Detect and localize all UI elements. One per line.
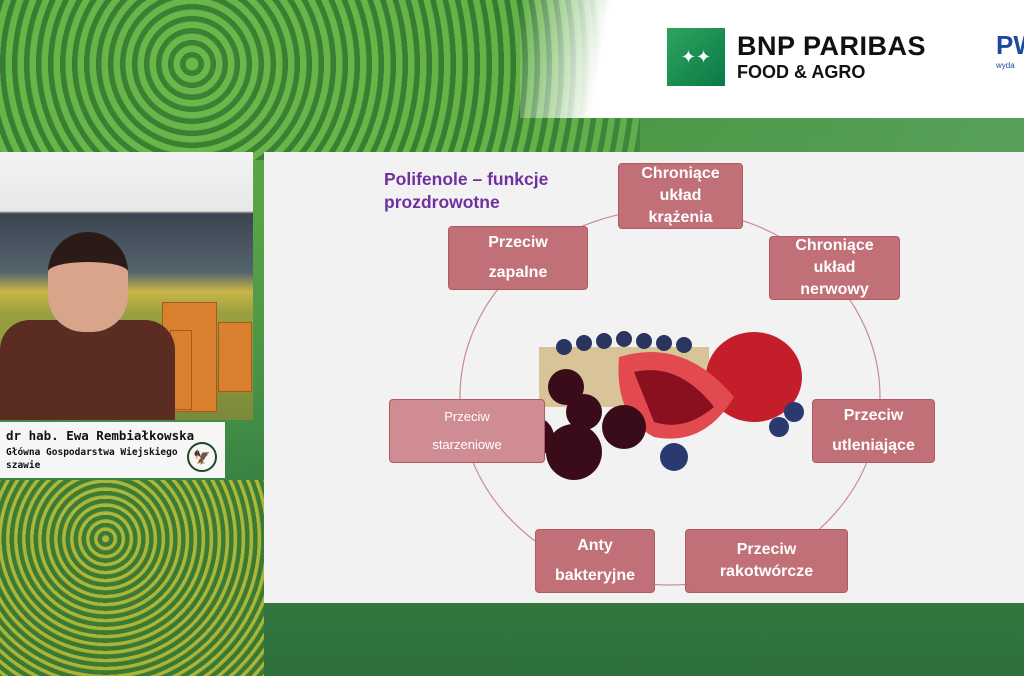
bnp-stars-icon: ✦✦: [667, 28, 725, 86]
partner-name: PW: [996, 30, 1024, 60]
partner-logo: PWwyda: [996, 30, 1024, 70]
speaker-video: [0, 152, 253, 420]
speaker-name: dr hab. Ewa Rembiałkowska: [6, 428, 195, 443]
sponsor-logo: ✦✦ BNP PARIBAS FOOD & AGRO: [667, 28, 926, 86]
rapeseed-field: [0, 480, 264, 676]
fruit-image: [514, 331, 804, 480]
header-band: [520, 0, 1024, 118]
green-band: [480, 118, 1024, 152]
speaker-avatar: [0, 232, 175, 420]
university-seal-icon: 🦅: [187, 442, 217, 472]
sponsor-name: BNP PARIBAS: [737, 31, 927, 61]
speaker-caption: dr hab. Ewa Rembiałkowska Główna Gospoda…: [0, 422, 225, 478]
partner-sub: wyda: [996, 61, 1015, 70]
sponsor-sub: FOOD & AGRO: [737, 62, 866, 82]
